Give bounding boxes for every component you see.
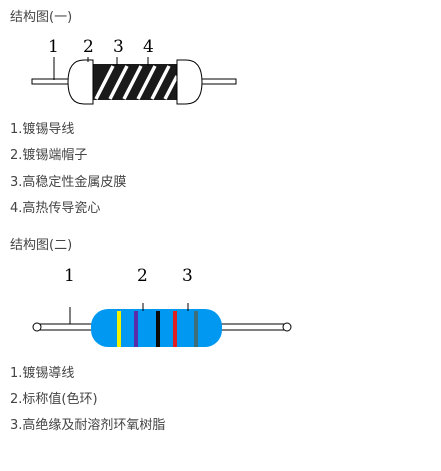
color-band-1 xyxy=(117,311,121,347)
callout-number-2-1: 1 xyxy=(64,266,75,286)
color-band-3 xyxy=(156,311,160,347)
end-cap-left xyxy=(67,59,94,105)
leader-lines-2 xyxy=(69,303,189,324)
wire-end-left xyxy=(32,322,42,332)
end-cap-right xyxy=(176,59,203,105)
legend-item-2: 2.镀锡端帽子 xyxy=(10,148,88,163)
callout-number-2-2: 2 xyxy=(137,266,148,286)
lead-wire-left xyxy=(31,78,73,85)
lead-wire-right-2 xyxy=(215,323,289,331)
color-band-5 xyxy=(194,311,198,347)
callout-number-4: 4 xyxy=(143,37,154,57)
ceramic-core xyxy=(93,64,177,100)
legend-item-3: 3.高稳定性金属皮膜 xyxy=(10,175,127,190)
section2-heading: 结构图(二) xyxy=(10,238,73,253)
callout-number-2-3: 3 xyxy=(182,266,193,286)
color-band-2 xyxy=(134,311,138,347)
legend2-item-3: 3.高绝缘及耐溶剂环氧树脂 xyxy=(10,418,166,433)
metal-film-stripes xyxy=(94,65,179,100)
section1-heading: 结构图(一) xyxy=(10,10,73,25)
callout-number-2: 2 xyxy=(83,37,94,57)
color-band-4 xyxy=(173,311,177,347)
callout-number-1: 1 xyxy=(48,37,59,57)
legend2-item-2: 2.标称值(色环) xyxy=(10,392,98,407)
wire-end-right xyxy=(282,322,292,332)
legend-item-4: 4.高热传导瓷心 xyxy=(10,201,101,216)
legend2-item-1: 1.镀锡導线 xyxy=(10,366,75,381)
lead-wire-left-2 xyxy=(34,323,96,331)
legend-item-1: 1.镀锡导线 xyxy=(10,122,75,137)
callout-number-3: 3 xyxy=(113,37,124,57)
leader-lines-1 xyxy=(53,57,149,80)
